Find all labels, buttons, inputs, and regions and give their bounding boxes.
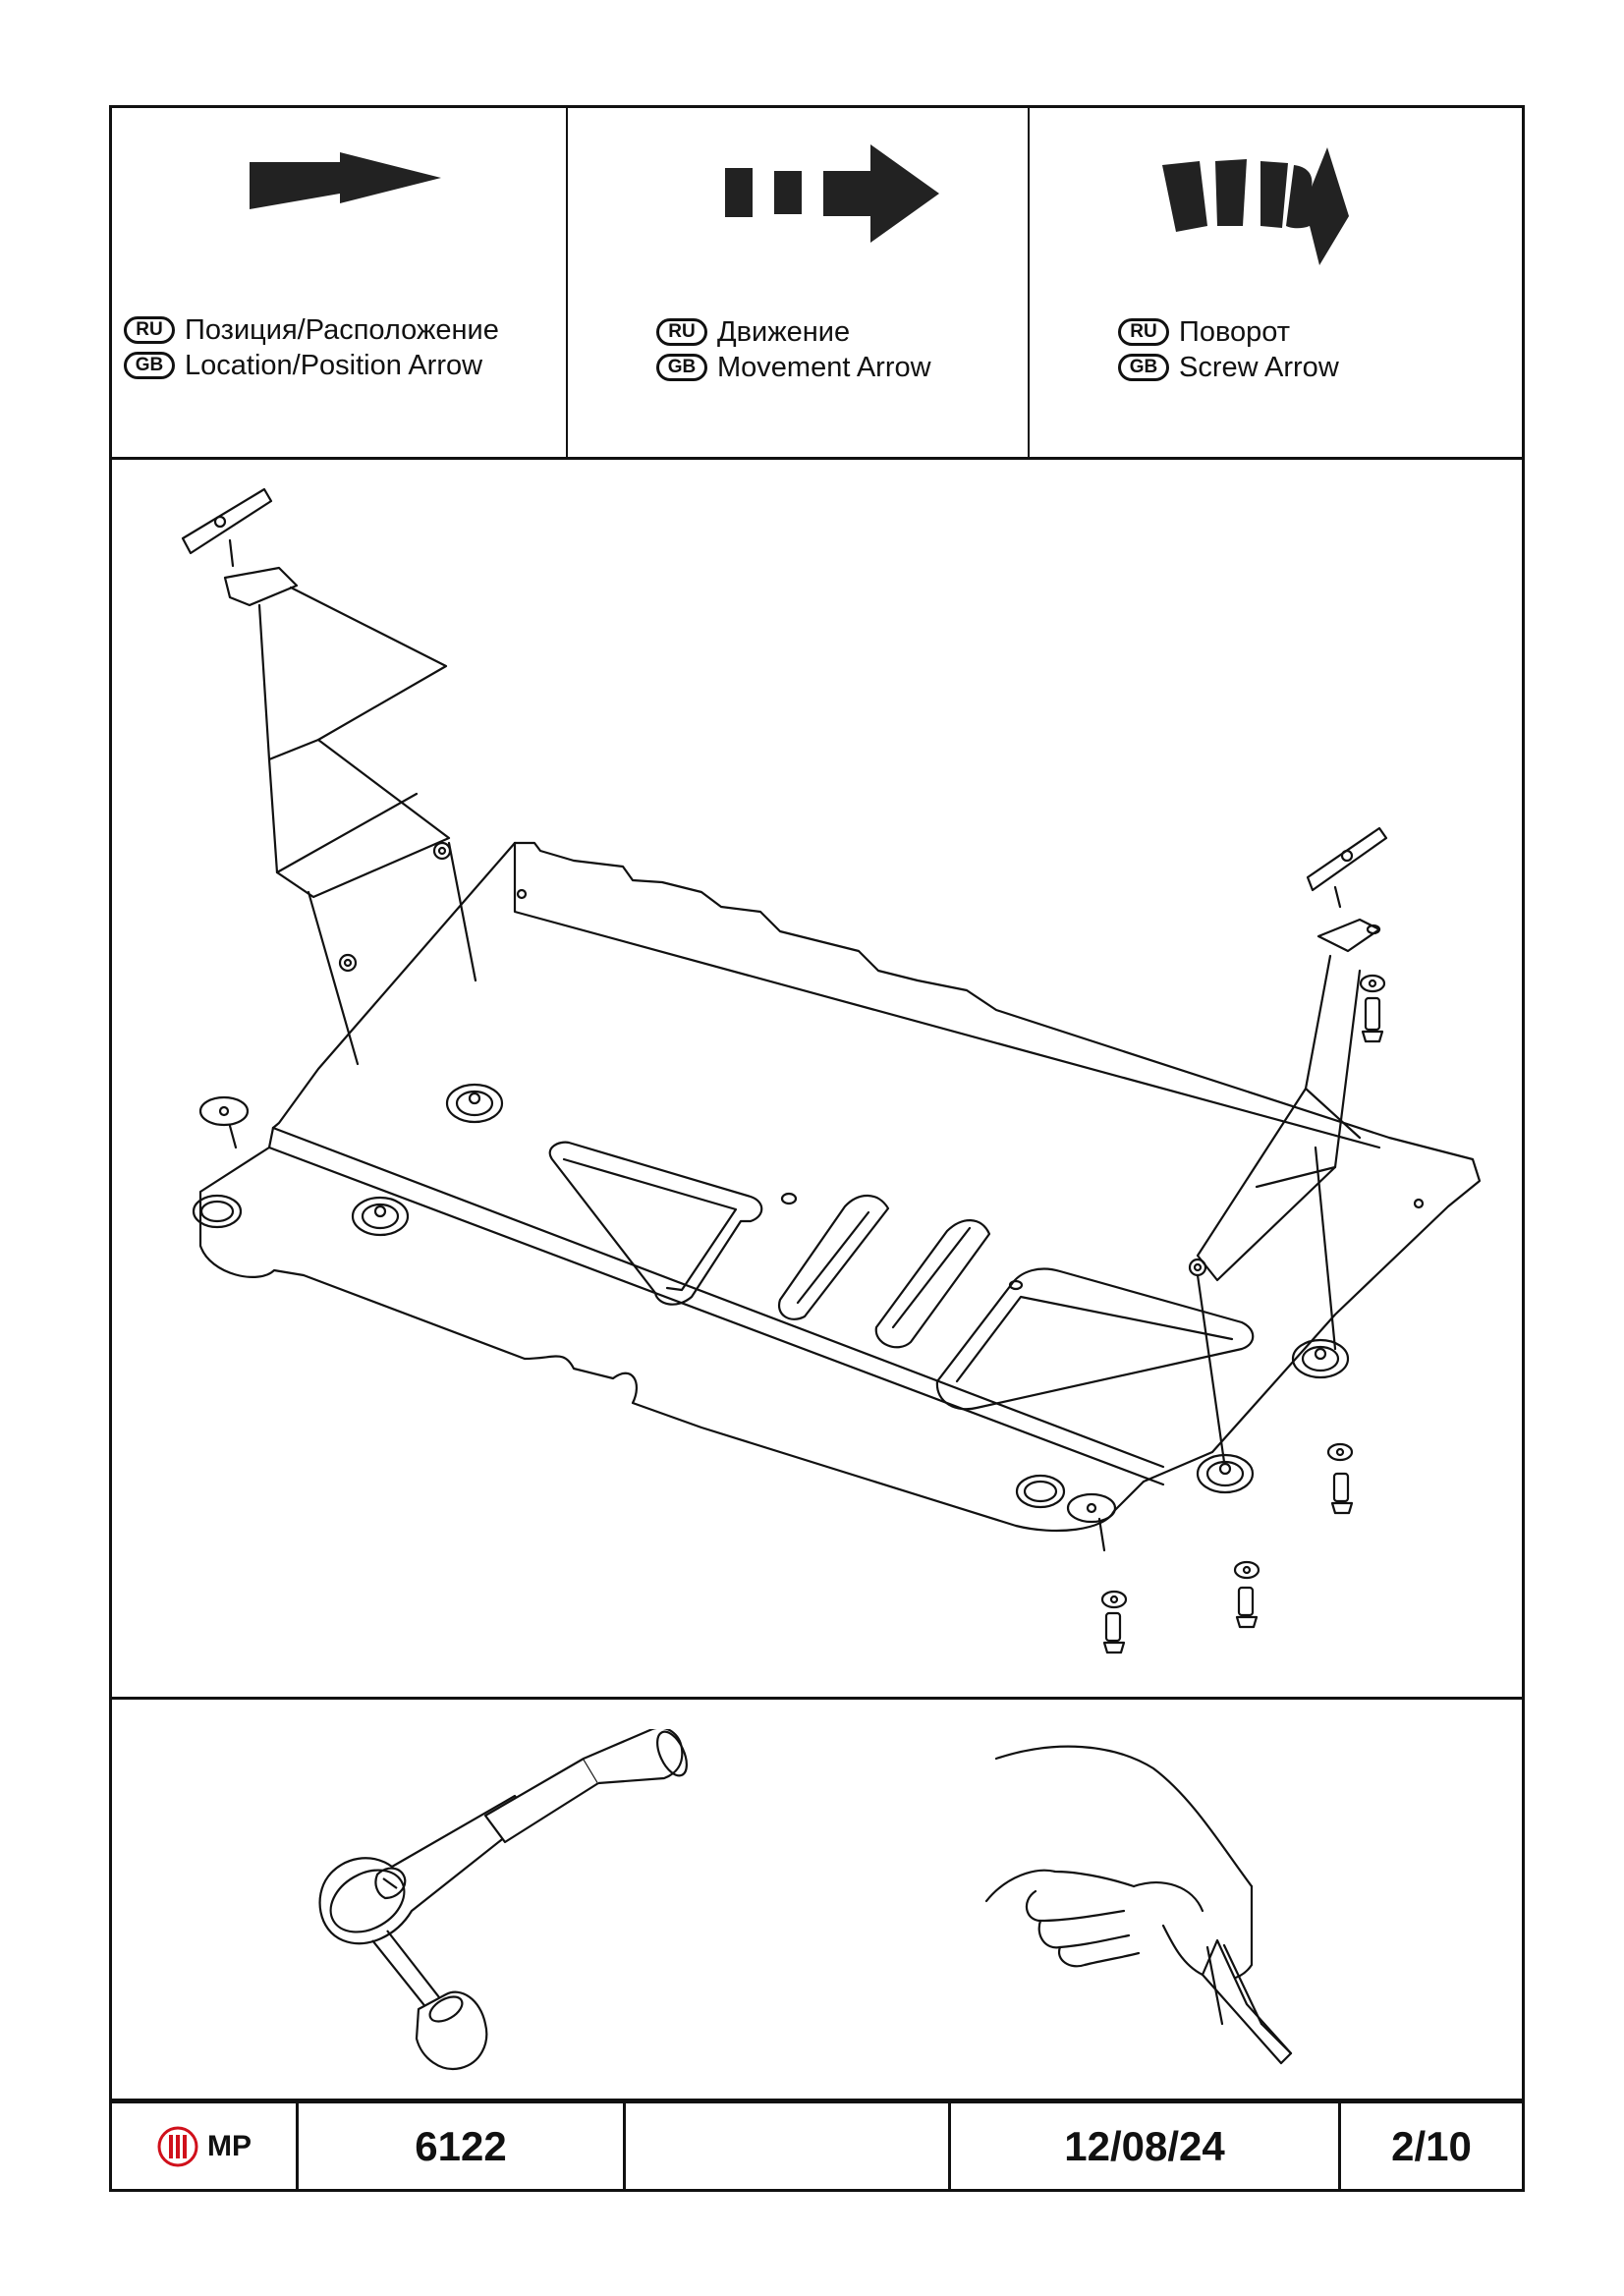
title-block: MP 6122 12/08/24 2/10 <box>112 2099 1522 2189</box>
ru-badge: RU <box>656 318 707 346</box>
instruction-sheet-frame: RU Позиция/Расположение GB Location/Positi… <box>109 105 1525 2192</box>
legend-ru-label: Позиция/Расположение <box>185 314 499 346</box>
gb-badge: GB <box>1118 354 1169 381</box>
arrow-legend: RU Позиция/Расположение GB Location/Positi… <box>112 108 1522 460</box>
screw-arrow-icon <box>1162 147 1349 265</box>
brand-logo-icon <box>157 2126 198 2166</box>
legend-screw: RU Поворот GB Screw Arrow <box>1030 108 1522 457</box>
legend-ru-label: Поворот <box>1179 316 1291 348</box>
hand-holding-utility-knife-icon <box>984 1745 1293 2065</box>
required-tools <box>112 1700 1522 2104</box>
blank-cell <box>626 2103 951 2189</box>
gb-badge: GB <box>656 354 707 381</box>
gb-badge: GB <box>124 352 175 379</box>
legend-gb-label: Movement Arrow <box>717 352 931 383</box>
page-number: 2/10 <box>1391 2122 1472 2169</box>
legend-gb-label: Location/Position Arrow <box>185 350 483 381</box>
legend-location: RU Позиция/Расположение GB Location/Positi… <box>112 108 568 457</box>
ru-badge: RU <box>124 316 175 344</box>
fasteners <box>198 1095 1354 1654</box>
part-number: 6122 <box>299 2103 626 2189</box>
skid-plate-assembly-drawing <box>181 487 1482 1654</box>
assembly-diagram <box>112 460 1522 1700</box>
legend-movement: RU Движение GB Movement Arrow <box>568 108 1030 457</box>
legend-gb-label: Screw Arrow <box>1179 352 1339 383</box>
skid-plate <box>192 841 1482 1533</box>
brand-name: MP <box>207 2129 252 2162</box>
left-bracket <box>181 487 477 1066</box>
movement-arrow-icon <box>725 144 939 243</box>
ratchet-wrench-icon <box>318 1729 688 2071</box>
revision-date: 12/08/24 <box>951 2103 1341 2189</box>
brand-cell: MP <box>112 2103 299 2189</box>
legend-ru-label: Движение <box>717 316 851 348</box>
right-bracket <box>1188 826 1388 1464</box>
location-arrow-icon <box>250 152 441 209</box>
ru-badge: RU <box>1118 318 1169 346</box>
